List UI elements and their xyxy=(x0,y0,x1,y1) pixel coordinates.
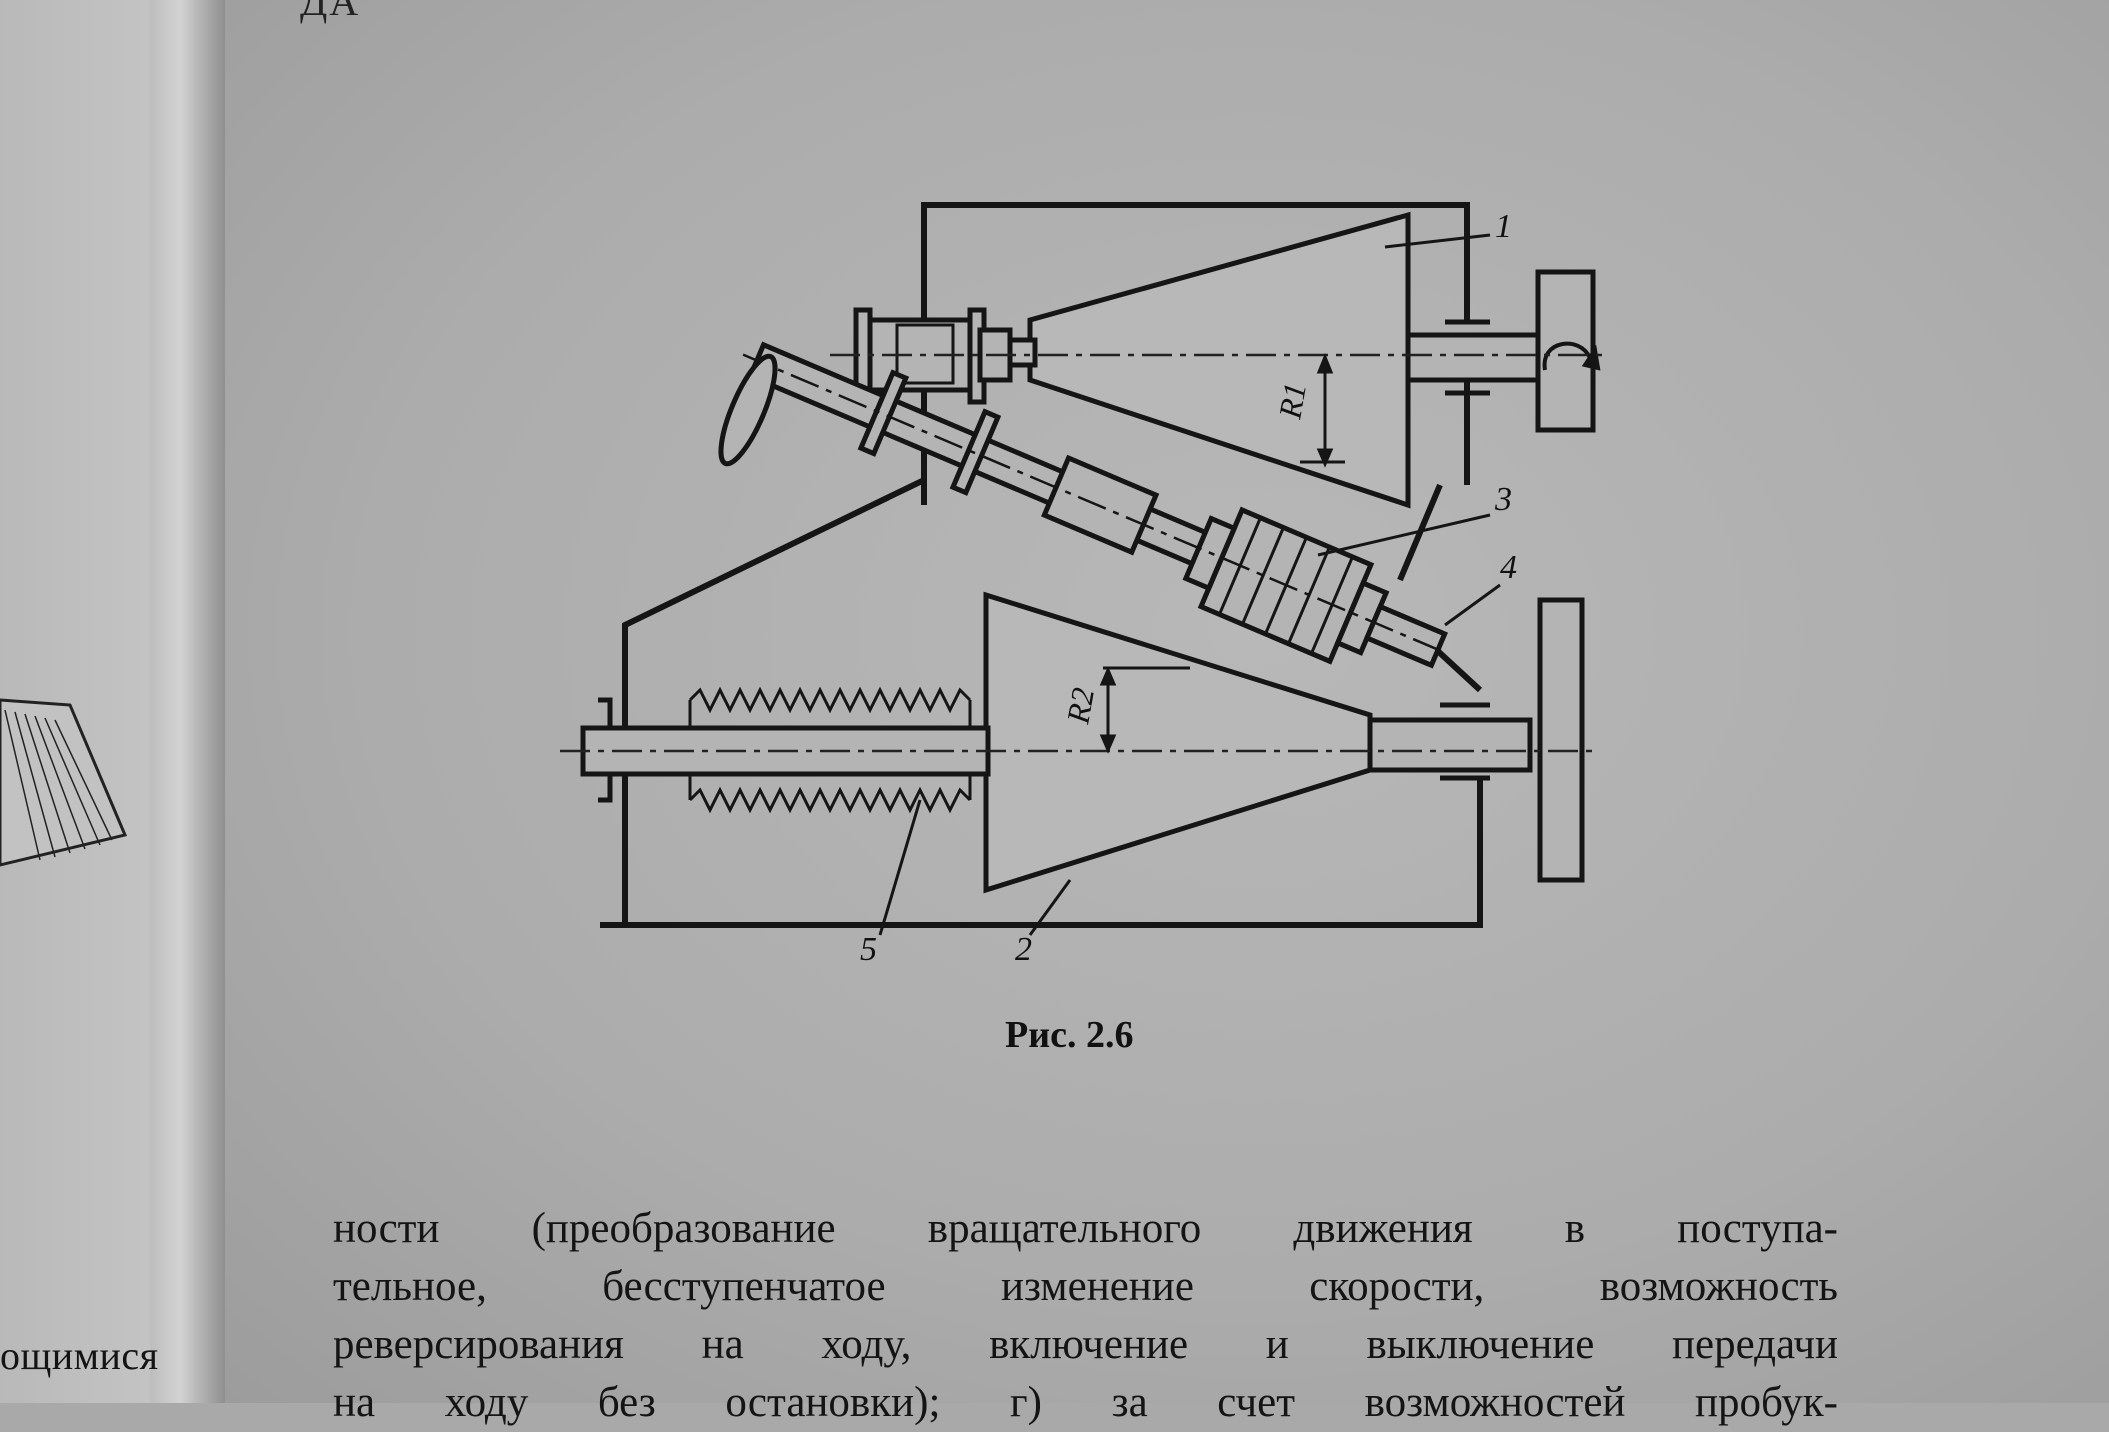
left-page-wedge-drawing xyxy=(0,698,128,867)
leader-lines xyxy=(878,233,1501,936)
body-line: тельное, бесступенчатое изменение скорос… xyxy=(333,1263,1838,1310)
body-line: реверсирования на ходу, включение и выкл… xyxy=(333,1321,1838,1368)
top-text-fragment: ДА xyxy=(300,0,361,24)
figure-caption: Рис. 2.6 xyxy=(1005,1014,1134,1056)
book-spine xyxy=(150,0,225,1403)
body-text: ности (преобразование вращательного движ… xyxy=(333,1200,1838,1432)
inclined-shaft-4 xyxy=(742,341,1448,669)
left-page-text-fragment: ощимися xyxy=(0,1333,159,1378)
spring-5 xyxy=(688,686,972,814)
upper-output-shaft xyxy=(1405,269,1596,433)
r2-dimension xyxy=(1099,666,1190,754)
callout-1: 1 xyxy=(1495,208,1512,245)
handwheel[interactable] xyxy=(711,350,786,469)
r2-label: R2 xyxy=(1059,685,1101,727)
body-line: на ходу без остановки); г) за счет возмо… xyxy=(333,1379,1838,1426)
rotation-arrow-icon xyxy=(1542,341,1601,371)
callout-2: 2 xyxy=(1015,931,1032,968)
r1-dimension xyxy=(1300,352,1345,468)
callout-3: 3 xyxy=(1494,481,1512,518)
mechanism-figure: R1 xyxy=(0,202,1610,968)
callout-5: 5 xyxy=(860,931,877,968)
callout-4: 4 xyxy=(1500,549,1517,586)
r1-label: R1 xyxy=(1271,380,1313,422)
body-line: ности (преобразование вращательного движ… xyxy=(333,1205,1838,1252)
lower-shaft xyxy=(580,597,1585,883)
upper-cone-1 xyxy=(1007,211,1411,509)
